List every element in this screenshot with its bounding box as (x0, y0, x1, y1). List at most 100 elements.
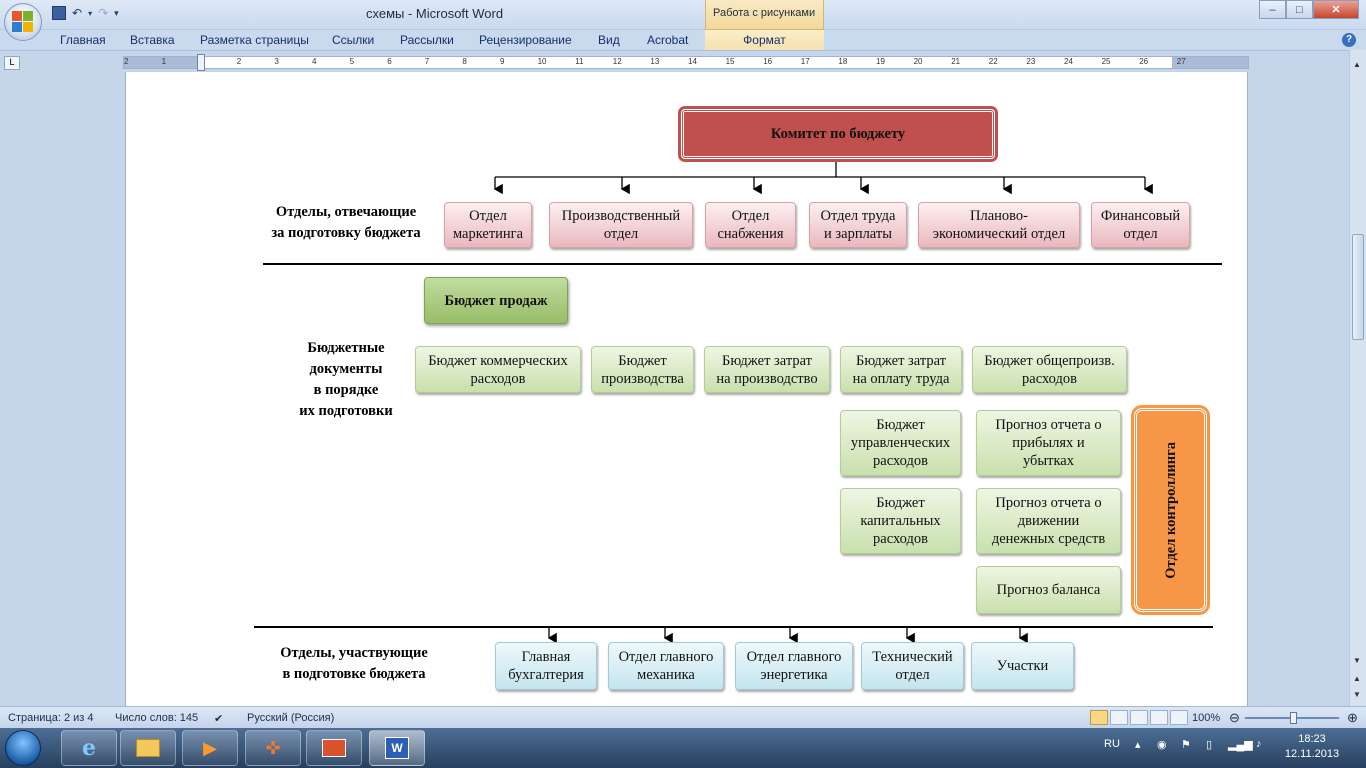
horizontal-ruler[interactable]: 2112345678910111213141516171819202122232… (123, 56, 1249, 69)
app-tool-icon[interactable]: ✜ (245, 730, 301, 766)
language-tray[interactable]: RU (1104, 738, 1120, 750)
ruler-number: 25 (1101, 57, 1111, 66)
page-counter[interactable]: Страница: 2 из 4 (8, 712, 94, 724)
outline-icon[interactable] (1150, 710, 1168, 725)
tab-acrobat[interactable]: Acrobat (647, 33, 689, 47)
print-layout-icon[interactable] (1090, 710, 1108, 725)
full-screen-reading-icon[interactable] (1110, 710, 1128, 725)
zoom-in-icon[interactable]: ⊕ (1347, 710, 1358, 725)
zoom-slider-knob[interactable] (1290, 712, 1297, 724)
network-signal-icon[interactable]: ▂▄▆ (1228, 739, 1253, 751)
maximize-button[interactable]: □ (1286, 0, 1313, 19)
ruler-number: 18 (838, 57, 848, 66)
sales-budget-box[interactable]: Бюджет продаж (424, 277, 568, 324)
scroll-down-icon[interactable]: ▼ (1353, 656, 1361, 665)
responsible-departments-label: Отделы, отвечающие за подготовку бюджета (271, 204, 421, 241)
word-taskbar-icon[interactable]: W (369, 730, 425, 766)
scroll-up-icon[interactable]: ▲ (1353, 60, 1361, 69)
show-hidden-icons-icon[interactable]: ▴ (1135, 739, 1141, 751)
ruler-number: 15 (725, 57, 735, 66)
scroll-thumb[interactable] (1352, 234, 1364, 340)
document-page[interactable]: Комитет по бюджету Отделы, отвечающие за… (125, 72, 1248, 706)
tab-selector-icon[interactable]: L (4, 56, 20, 70)
ruler-number: 6 (387, 57, 392, 66)
tab-references[interactable]: Ссылки (332, 33, 375, 47)
zoom-level[interactable]: 100% (1192, 712, 1221, 724)
tab-page-layout[interactable]: Разметка страницы (200, 33, 309, 47)
internet-explorer-icon[interactable]: e (61, 730, 117, 766)
media-player-icon[interactable]: ▶ (182, 730, 238, 766)
controlling-department-box[interactable]: Отдел контроллинга (1131, 405, 1210, 615)
help-icon[interactable]: ? (1342, 33, 1356, 47)
dept-planning[interactable]: Планово-экономический отдел (918, 202, 1080, 248)
action-center-flag-icon[interactable]: ⚑ (1181, 739, 1191, 751)
language-indicator[interactable]: Русский (Россия) (247, 712, 335, 724)
prev-page-icon[interactable]: ▲ (1353, 674, 1361, 683)
balance-forecast[interactable]: Прогноз баланса (976, 566, 1121, 614)
tab-home[interactable]: Главная (60, 33, 106, 47)
committee-box[interactable]: Комитет по бюджету (678, 106, 998, 162)
ruler-number: 17 (800, 57, 810, 66)
indent-marker[interactable] (197, 54, 205, 71)
undo-icon[interactable]: ↶ (72, 6, 83, 20)
ruler-number: 22 (988, 57, 998, 66)
close-button[interactable]: ✕ (1313, 0, 1359, 19)
vertical-scrollbar[interactable]: ▲ ▼ ▲ ▼ (1349, 50, 1366, 706)
ruler-number: 4 (312, 57, 317, 66)
spellcheck-icon[interactable]: ✔ (214, 713, 224, 725)
undo-dropdown-icon[interactable]: ▾ (88, 8, 93, 18)
system-clock[interactable]: 18:23 12.11.2013 (1284, 733, 1340, 760)
ruler-number: 1 (161, 57, 167, 66)
ruler-row: L 21123456789101112131415161718192021222… (0, 50, 1366, 72)
tray-app-icon[interactable]: ◉ (1157, 739, 1167, 751)
tab-review[interactable]: Рецензирование (479, 33, 572, 47)
draft-icon[interactable] (1170, 710, 1188, 725)
explorer-folder-icon[interactable] (120, 730, 176, 766)
word-count[interactable]: Число слов: 145 (115, 712, 199, 724)
redo-icon[interactable]: ↷ (98, 6, 109, 20)
customize-qat-icon[interactable]: ▾ (114, 7, 119, 18)
tab-format[interactable]: Формат (705, 30, 824, 50)
minimize-button[interactable]: – (1259, 0, 1286, 19)
tab-mailings[interactable]: Рассылки (400, 33, 454, 47)
battery-icon[interactable]: ▯ (1206, 739, 1213, 751)
participating-departments-label: Отделы, участвующие в подготовке бюджета (280, 645, 428, 682)
ruler-number: 7 (424, 57, 430, 66)
ruler-number: 27 (1176, 57, 1186, 66)
save-icon[interactable] (52, 6, 66, 20)
volume-icon[interactable]: ♪ (1256, 738, 1262, 750)
zoom-out-icon[interactable]: ⊖ (1229, 710, 1240, 725)
ruler-number: 26 (1139, 57, 1149, 66)
tab-insert[interactable]: Вставка (130, 33, 175, 47)
next-page-icon[interactable]: ▼ (1353, 690, 1361, 699)
ruler-number: 2 (124, 57, 129, 66)
tab-view[interactable]: Вид (598, 33, 620, 47)
ruler-number: 8 (462, 57, 467, 66)
office-button[interactable] (4, 3, 42, 41)
ruler-number: 3 (274, 57, 279, 66)
overhead-budget[interactable]: Бюджет общепроизв.расходов (972, 346, 1127, 393)
powerpoint-icon[interactable] (306, 730, 362, 766)
status-bar: Страница: 2 из 4 Число слов: 145 ✔ Русск… (0, 706, 1366, 728)
participant-sites[interactable]: Участки (971, 642, 1074, 690)
web-layout-icon[interactable] (1130, 710, 1148, 725)
ruler-number: 5 (349, 57, 355, 66)
start-button[interactable] (5, 730, 41, 766)
